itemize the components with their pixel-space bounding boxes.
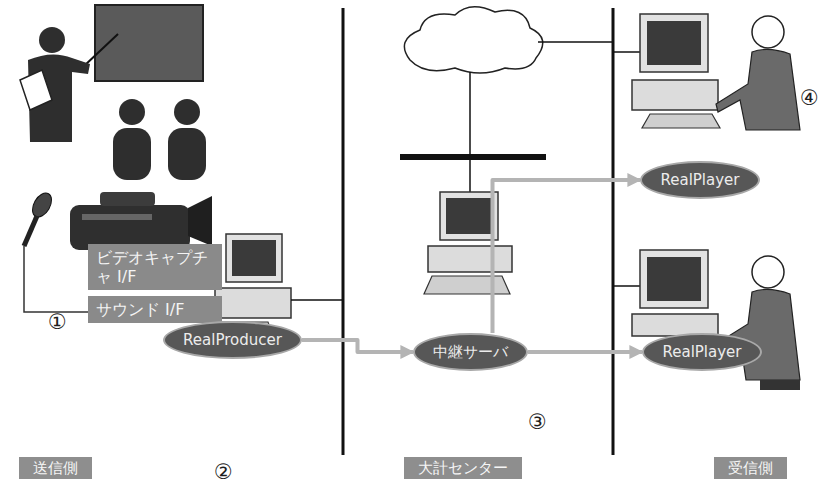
computer-case: [428, 246, 512, 272]
node-text: RealPlayer: [662, 343, 741, 361]
blackboard: [95, 5, 203, 81]
node-text: 大計センター: [418, 459, 508, 477]
server-oval: 中継サーバ: [413, 333, 528, 371]
node-text: サウンド I/F: [96, 300, 184, 319]
network-bus: [400, 154, 546, 160]
cloud: [404, 7, 542, 73]
lecturer-head: [39, 27, 65, 53]
software-oval: RealPlayer: [642, 333, 762, 371]
audience-head: [174, 99, 200, 125]
video-camera: [82, 214, 152, 220]
callout-number: ②: [214, 462, 233, 483]
network-line: [469, 72, 471, 155]
network-line: [291, 299, 343, 301]
network-line: [613, 285, 640, 287]
screen: [446, 198, 492, 234]
screen: [647, 21, 701, 65]
person-head: [752, 256, 784, 288]
monitor: [640, 250, 708, 308]
network-line: [469, 160, 471, 192]
audience-body: [168, 128, 206, 180]
computer-case: [632, 80, 718, 110]
section-label: 受信側: [714, 457, 787, 479]
screen: [232, 240, 276, 276]
network-line: [613, 51, 640, 53]
stream-arrow: [302, 340, 413, 352]
callout-number: ③: [528, 412, 547, 433]
node-text: 中継サーバ: [433, 343, 508, 361]
segment-line: [342, 8, 345, 455]
node-text: ビデオキャプチャ I/F: [96, 248, 208, 286]
person-head: [752, 16, 784, 48]
software-oval: RealPlayer: [640, 161, 760, 199]
interface-band: サウンド I/F: [88, 296, 222, 323]
monitor: [226, 234, 282, 282]
software-oval: RealProducer: [163, 321, 302, 359]
node-text: 送信側: [33, 459, 78, 477]
camera-lens: [188, 196, 212, 246]
person-body: [716, 49, 800, 130]
network-line: [538, 41, 613, 43]
callout-number: ①: [48, 312, 67, 333]
interface-band: ビデオキャプチャ I/F: [88, 244, 222, 290]
monitor: [640, 14, 708, 72]
monitor: [440, 192, 498, 240]
audience-head: [119, 99, 145, 125]
stream-arrow: [528, 350, 642, 354]
computer-case: [215, 288, 291, 318]
cable: [24, 246, 88, 312]
keyboard: [424, 276, 510, 294]
chair: [760, 380, 800, 390]
node-text: RealProducer: [183, 331, 282, 349]
pointer: [84, 34, 118, 66]
node-text: 受信側: [728, 459, 773, 477]
segment-line: [612, 8, 615, 455]
audience-body: [113, 128, 151, 180]
microphone: [24, 216, 37, 246]
callout-number: ④: [800, 88, 819, 109]
stream-arrow: [493, 180, 641, 333]
microphone: [29, 190, 56, 221]
section-label: 大計センター: [404, 457, 522, 479]
video-camera: [100, 192, 155, 206]
keyboard: [642, 114, 720, 128]
paper: [20, 70, 52, 110]
screen: [647, 257, 701, 301]
node-text: RealPlayer: [660, 171, 739, 189]
section-label: 送信側: [19, 457, 92, 479]
